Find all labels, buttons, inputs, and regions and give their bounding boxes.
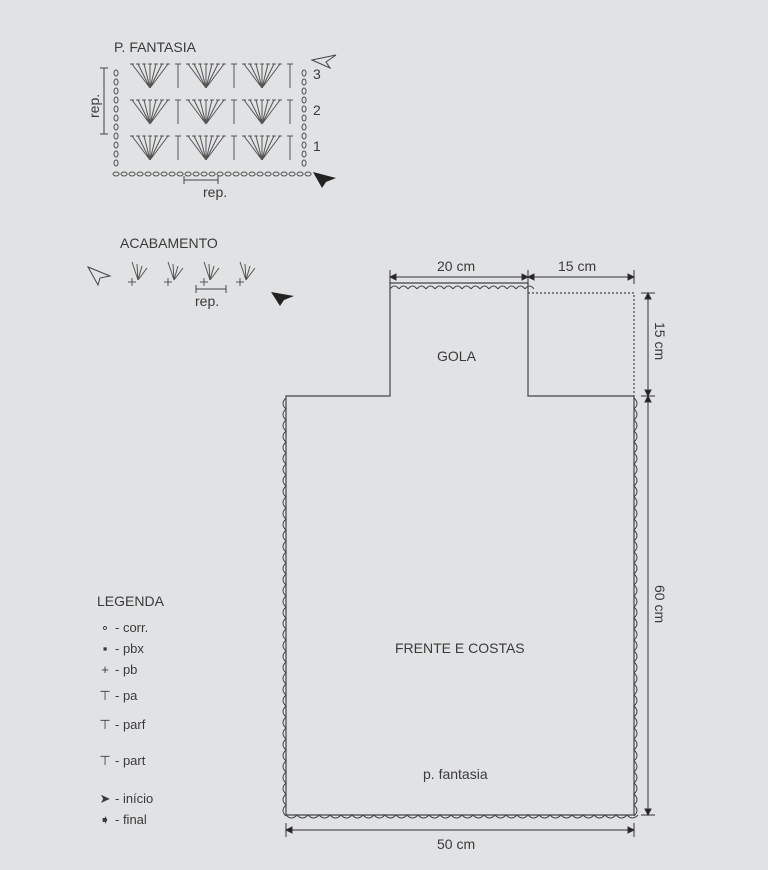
legend-item-single-crochet: +- pb — [97, 662, 137, 677]
start-arrow-icon — [313, 172, 336, 188]
chain-icon: ∘ — [100, 620, 110, 635]
finishing-rep-label: rep. — [195, 293, 220, 309]
legend-item-end: ➧- final — [97, 812, 147, 828]
legend-item-back-post: ⊤- part — [97, 753, 145, 769]
collar-scallop-edge — [389, 285, 535, 290]
collar-label: GOLA — [437, 348, 476, 364]
dim-body-width: 50 cm — [437, 836, 476, 852]
legend-item-double-crochet: ⊤- pa — [97, 688, 137, 704]
row-label-2: 2 — [313, 102, 321, 118]
left-scallop-edge — [282, 397, 287, 817]
row-label-3: 3 — [313, 66, 321, 82]
legend-item-chain: ∘- corr. — [97, 620, 148, 636]
legend-item-front-post: ⊤- parf — [97, 717, 145, 733]
dim-shoulder: 15 cm — [558, 258, 597, 274]
double-crochet-icon: ⊤ — [99, 688, 111, 703]
legend-item-slip-stitch: ▪- pbx — [97, 641, 144, 656]
rep-horizontal-label: rep. — [203, 184, 228, 200]
end-arrow-legend-icon: ➧ — [99, 812, 111, 827]
finishing-stitches — [128, 261, 256, 286]
stitch-chart-title: P. FANTASIA — [114, 39, 196, 55]
back-post-double-icon: ⊤ — [99, 753, 111, 768]
finishing-chart-drawing — [128, 261, 256, 286]
finishing-start-arrow-icon — [271, 292, 294, 306]
end-arrow-icon — [310, 54, 337, 70]
dim-collar-height: 15 cm — [652, 322, 668, 361]
dim-collar-width: 20 cm — [437, 258, 476, 274]
stitch-label: p. fantasia — [423, 766, 488, 782]
front-post-double-icon: ⊤ — [99, 717, 111, 732]
row-label-1: 1 — [313, 138, 321, 154]
finishing-end-arrow-icon — [86, 265, 112, 287]
chart-stitches — [112, 63, 312, 177]
stitch-chart-drawing — [112, 63, 312, 177]
dim-body-height: 60 cm — [652, 585, 668, 624]
single-crochet-icon: + — [101, 662, 109, 677]
start-arrow-legend-icon: ➤ — [99, 791, 111, 806]
legend-item-start: ➤- início — [97, 791, 154, 807]
shoulder-guide — [528, 292, 635, 396]
slip-stitch-icon: ▪ — [102, 641, 108, 656]
legend-title: LEGENDA — [97, 593, 164, 609]
bottom-scallop-edge — [285, 814, 639, 819]
body-label: FRENTE E COSTAS — [395, 640, 525, 656]
right-scallop-edge — [633, 397, 638, 817]
finishing-title: ACABAMENTO — [120, 235, 218, 251]
rep-vertical-label: rep. — [86, 93, 102, 118]
garment-outline — [285, 282, 635, 816]
